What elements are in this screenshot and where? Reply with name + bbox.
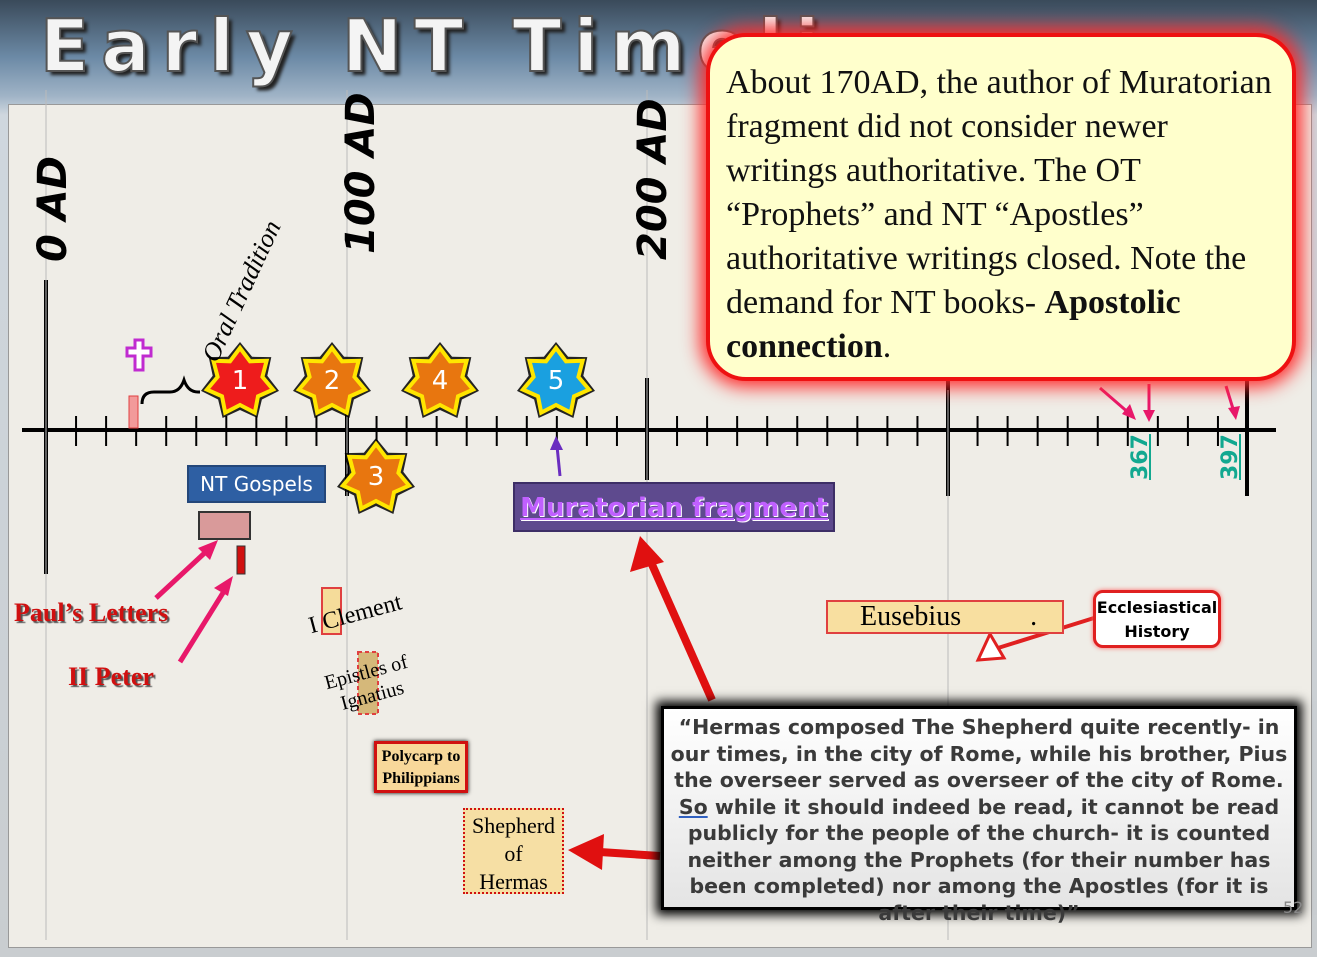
cross-icon bbox=[125, 338, 153, 372]
quote-to-mura-arrow bbox=[646, 558, 716, 702]
year-367: 367 bbox=[1128, 434, 1153, 480]
polycarp-box: Polycarp to Philippians bbox=[374, 741, 468, 793]
page-number: 52 bbox=[1283, 898, 1304, 917]
pauls-arrow bbox=[154, 546, 212, 600]
pauls-letters-box bbox=[198, 511, 251, 540]
ii-peter-label: II Peter bbox=[68, 662, 154, 691]
shepherd-box: Shepherd of Hermas bbox=[463, 808, 564, 894]
star-label-1: 1 bbox=[231, 366, 249, 396]
eusebius-box: Eusebius . bbox=[826, 600, 1064, 634]
callout-bold: Apostolic connection bbox=[726, 284, 1181, 365]
muratorian-pointer bbox=[550, 436, 563, 450]
oral-brace bbox=[140, 375, 200, 405]
axis-label-200ad: 200 AD bbox=[630, 98, 676, 260]
nt-gospels-box: NT Gospels bbox=[187, 465, 326, 503]
axis-label-100ad: 100 AD bbox=[338, 92, 384, 254]
quote-to-shepherd-arrow bbox=[599, 848, 661, 860]
star-4 bbox=[403, 344, 477, 416]
muratorian-fragment-box: Muratorian fragment bbox=[513, 482, 835, 532]
star-label-3: 3 bbox=[367, 462, 385, 492]
star-label-5: 5 bbox=[547, 366, 565, 396]
star-1 bbox=[203, 344, 277, 416]
star-label-4: 4 bbox=[431, 366, 449, 396]
slide-title: Early NT Timeli bbox=[39, 3, 832, 89]
ii-peter-arrow bbox=[177, 586, 229, 664]
star-3 bbox=[339, 440, 413, 512]
ignatius-box bbox=[357, 651, 379, 715]
pauls-letters-label: Paul’s Letters bbox=[14, 598, 169, 627]
callout-text: About 170AD, the author of Muratorian fr… bbox=[726, 64, 1272, 321]
clement-box bbox=[321, 587, 342, 635]
muratorian-quote: “Hermas composed The Shepherd quite rece… bbox=[661, 706, 1297, 925]
ecclesiastical-history-box: Ecclesiastical History bbox=[1093, 590, 1221, 648]
year-397: 397 bbox=[1218, 434, 1243, 480]
eusebius-pointer bbox=[975, 630, 1007, 662]
crucifixion-marker bbox=[128, 395, 139, 429]
callout-box: About 170AD, the author of Muratorian fr… bbox=[706, 33, 1296, 381]
ii-peter-box bbox=[236, 545, 246, 575]
star-2 bbox=[295, 344, 369, 416]
star-label-2: 2 bbox=[323, 366, 341, 396]
axis-label-0ad: 0 AD bbox=[30, 156, 76, 262]
star-5 bbox=[519, 344, 593, 416]
